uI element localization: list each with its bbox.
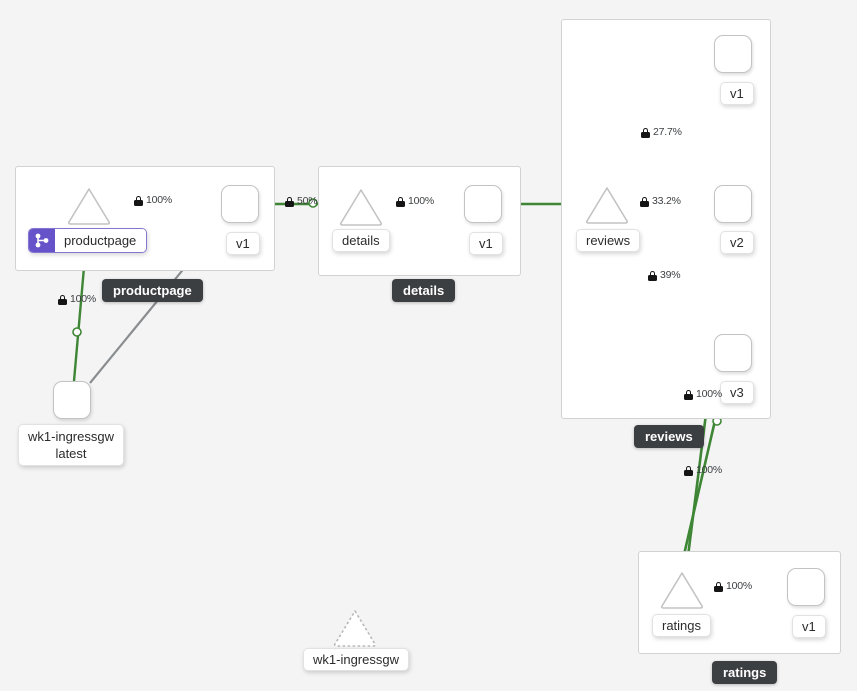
- node-label-details[interactable]: details: [332, 229, 390, 252]
- mtls-lock-icon: [641, 127, 650, 138]
- mtls-lock-icon: [640, 196, 649, 207]
- group-label-productpage[interactable]: productpage: [102, 279, 203, 302]
- edge-label-ingressgw-to-productpage: 100%: [58, 294, 96, 305]
- node-label-ratings-v1[interactable]: v1: [792, 615, 826, 638]
- edge-label-productpage-v1-to-details: 50%: [285, 195, 318, 207]
- edge-midpoint-marker: [72, 327, 82, 337]
- node-label-productpage-v1[interactable]: v1: [226, 232, 260, 255]
- group-label-reviews[interactable]: reviews: [634, 425, 704, 448]
- node-label-ratings[interactable]: ratings: [652, 614, 712, 637]
- node-label-line-1: wk1-ingressgw: [28, 429, 114, 444]
- edge-label-reviews-to-v1: 27.7%: [641, 127, 682, 138]
- node-label-reviews-v2[interactable]: v2: [720, 231, 754, 254]
- node-service-details[interactable]: [338, 187, 384, 227]
- mtls-lock-icon: [396, 196, 405, 207]
- mtls-lock-icon: [684, 389, 693, 400]
- node-service-productpage[interactable]: [66, 186, 112, 226]
- edge-label-ratings-to-v1: 100%: [714, 581, 752, 592]
- mtls-lock-icon: [684, 465, 693, 476]
- virtual-service-icon: [29, 229, 55, 252]
- node-label-ingressgw[interactable]: wk1-ingressgw latest: [18, 424, 124, 466]
- edge-label-reviews-v2-to-ratings: 100%: [684, 389, 722, 400]
- edge-percent: 50%: [297, 195, 318, 207]
- node-workload-productpage-v1[interactable]: [221, 185, 259, 223]
- mtls-lock-icon: [648, 270, 657, 281]
- node-label-wk1-ingressgw[interactable]: wk1-ingressgw: [303, 648, 409, 671]
- node-workload-reviews-v3[interactable]: [714, 334, 752, 372]
- edge-percent: 100%: [408, 195, 435, 207]
- node-workload-details-v1[interactable]: [464, 185, 502, 223]
- edge-percent: 39%: [660, 269, 681, 281]
- node-label-reviews-v1[interactable]: v1: [720, 82, 754, 105]
- node-workload-reviews-v2[interactable]: [714, 185, 752, 223]
- node-label-text: productpage: [55, 229, 147, 252]
- edge-percent: 100%: [696, 388, 723, 400]
- node-label-details-v1[interactable]: v1: [469, 232, 503, 255]
- group-label-details[interactable]: details: [392, 279, 456, 302]
- edge-label-reviews-to-v2: 33.2%: [640, 196, 681, 207]
- edge-percent: 100%: [70, 293, 97, 305]
- mtls-lock-icon: [58, 294, 67, 305]
- edge-label-productpage-to-v1: 100%: [134, 195, 172, 206]
- mtls-lock-icon: [285, 196, 294, 207]
- node-label-productpage[interactable]: productpage: [28, 228, 148, 253]
- edge-label-reviews-to-v3: 39%: [648, 269, 681, 281]
- node-service-ratings[interactable]: [659, 570, 705, 610]
- node-label-line-2: latest: [55, 446, 87, 461]
- edge-percent: 27.7%: [653, 126, 682, 138]
- edge-percent: 33.2%: [652, 195, 681, 207]
- node-workload-ratings-v1[interactable]: [787, 568, 825, 606]
- group-label-ratings[interactable]: ratings: [712, 661, 778, 684]
- node-label-reviews-v3[interactable]: v3: [720, 381, 754, 404]
- node-service-wk1-ingressgw[interactable]: [332, 608, 378, 648]
- node-service-reviews[interactable]: [584, 185, 630, 225]
- mtls-lock-icon: [714, 581, 723, 592]
- node-workload-reviews-v1[interactable]: [714, 35, 752, 73]
- node-label-reviews[interactable]: reviews: [576, 229, 641, 252]
- edge-label-reviews-v3-to-ratings: 100%: [684, 465, 722, 476]
- edge-percent: 100%: [726, 580, 753, 592]
- mtls-lock-icon: [134, 195, 143, 206]
- edge-label-details-to-v1: 100%: [396, 196, 434, 207]
- edge-percent: 100%: [696, 464, 723, 476]
- node-workload-ingressgw[interactable]: [53, 381, 91, 419]
- edge-percent: 100%: [146, 194, 173, 206]
